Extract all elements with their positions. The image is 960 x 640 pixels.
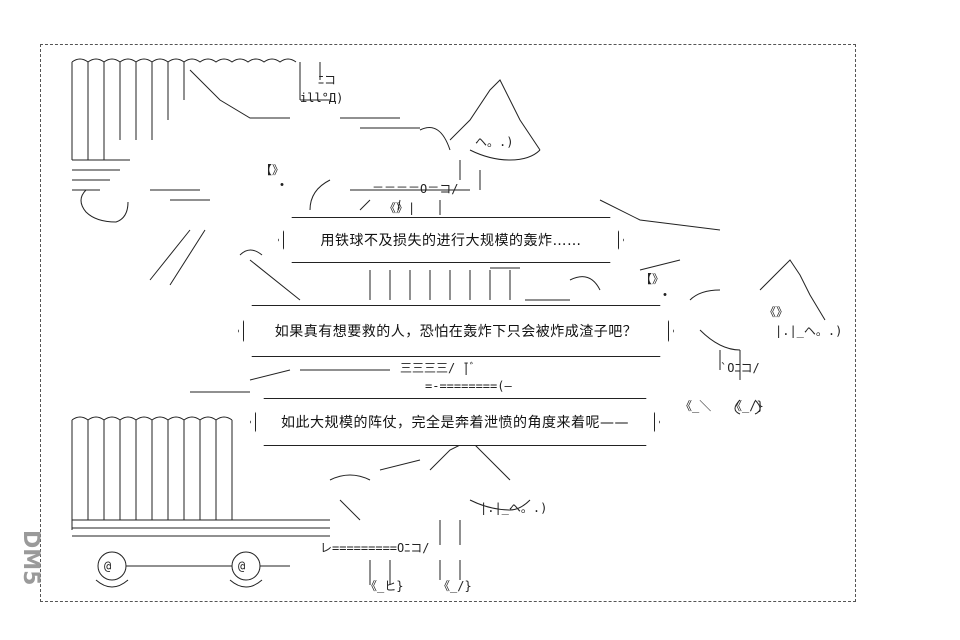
bottom-wagon: @ @ レ=========Oﾆコ/ 《_ヒ} 《_/} |.|_ヘ。.) bbox=[71, 416, 547, 593]
svg-text:《_/}: 《_/} bbox=[438, 579, 472, 593]
svg-text:ill°Д): ill°Д) bbox=[300, 91, 343, 105]
svg-text:《_/}: 《_/} bbox=[730, 399, 764, 413]
svg-text:＝＝＝＝O＝コ/: ＝＝＝＝O＝コ/ bbox=[372, 182, 458, 196]
svg-text:《》: 《》 bbox=[764, 305, 788, 319]
dialogue-text-1: 用铁球不及损失的进行大规模的轰炸…… bbox=[320, 233, 582, 249]
svg-text:@: @ bbox=[104, 559, 111, 573]
watermark-text: DM5 bbox=[18, 530, 43, 585]
svg-text:@: @ bbox=[238, 559, 245, 573]
svg-text:《_ヒ}: 《_ヒ} bbox=[365, 579, 403, 593]
speech-bubble-2: 如果真有想要救的人，恐怕在轰炸下只会被炸成渣子吧？ bbox=[238, 305, 674, 357]
speech-bubble-3: 如此大规模的阵仗，完全是奔着泄愤的角度来着呢—— bbox=[250, 398, 660, 446]
svg-text:`Oﾆコ/: `Oﾆコ/ bbox=[720, 361, 760, 375]
svg-text:ヘ。.): ヘ。.) bbox=[475, 135, 513, 149]
svg-text:|.|_ヘ。.): |.|_ヘ。.) bbox=[480, 501, 547, 515]
svg-text:【》: 【》 bbox=[260, 163, 284, 177]
svg-text:・: ・ bbox=[275, 178, 289, 194]
svg-text:レ=========Oﾆコ/: レ=========Oﾆコ/ bbox=[320, 541, 429, 555]
panel-frame bbox=[40, 44, 856, 602]
svg-text:《》|: 《》| bbox=[384, 201, 415, 215]
middle-wagon: 【》 ・ 《》 |.|_ヘ。.) `Oﾆコ/ 《_/} 《_＼ 三三三三/ ̄|… bbox=[190, 199, 842, 415]
svg-text:|.|_ヘ。.): |.|_ヘ。.) bbox=[775, 324, 842, 338]
dialogue-text-3: 如此大规模的阵仗，完全是奔着泄愤的角度来着呢—— bbox=[281, 415, 629, 431]
svg-text:【》: 【》 bbox=[640, 272, 664, 286]
speech-bubble-1: 用铁球不及损失的进行大规模的轰炸…… bbox=[278, 217, 624, 263]
dialogue-text-2: 如果真有想要救的人，恐怕在轰炸下只会被炸成渣子吧？ bbox=[274, 324, 638, 340]
top-wagon: 【》 ・ ﾆコ ill°Д) ＝＝＝＝O＝コ/ 《》| ヘ。.) bbox=[71, 58, 541, 301]
svg-text:《_＼: 《_＼ bbox=[680, 399, 711, 413]
dm5-watermark-logo: DM5 bbox=[18, 530, 43, 585]
svg-text:三三三三/ ̄|ﾞ: 三三三三/ ̄|ﾞ bbox=[400, 361, 476, 375]
svg-text:=-========(—: =-========(— bbox=[425, 379, 512, 393]
svg-text:ﾆコ: ﾆコ bbox=[318, 73, 336, 87]
svg-text:・: ・ bbox=[658, 288, 672, 304]
